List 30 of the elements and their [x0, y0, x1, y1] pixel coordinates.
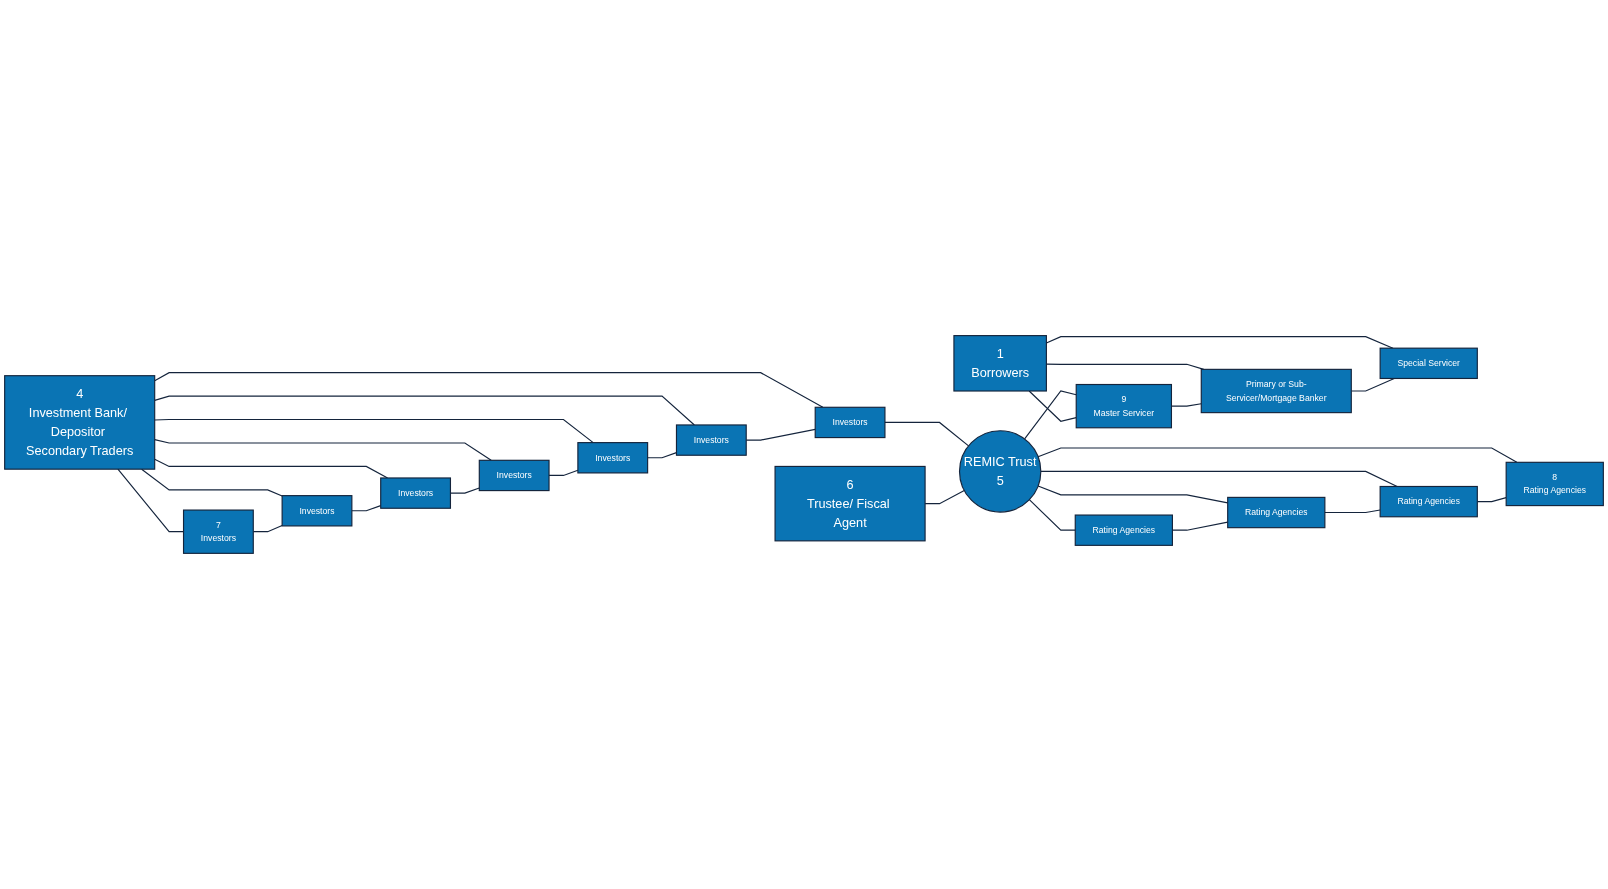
connector: [154, 372, 824, 408]
connector: [1040, 470, 1398, 488]
node-box: Rating Agencies: [1074, 514, 1173, 546]
node-box: 4 Investment Bank/ Depositor Secondary Traders: [4, 375, 156, 470]
connector: [154, 419, 594, 444]
node-box: 9 Master Servicer: [1075, 383, 1173, 429]
connector: [1324, 509, 1381, 514]
connector: [141, 468, 283, 497]
connector: [1028, 390, 1077, 422]
node-box: Investors: [478, 459, 550, 492]
connector: [1028, 499, 1076, 531]
node-box: 8 Rating Agencies: [1505, 461, 1604, 507]
node-box: Investors: [814, 406, 886, 439]
node-box: Special Servicer: [1379, 347, 1478, 380]
node-box: 1 Borrowers: [953, 335, 1047, 392]
node-box: Investors: [577, 442, 649, 474]
connector: [884, 421, 970, 447]
node-box: Rating Agencies: [1227, 496, 1326, 529]
node-box: Investors: [675, 424, 747, 456]
node-box: Primary or Sub-Servicer/Mortgage Banker: [1200, 368, 1352, 414]
connector: [1024, 390, 1077, 440]
node-box: Investors: [380, 477, 452, 509]
node-box: 7 Investors: [182, 509, 254, 554]
connector: [154, 439, 492, 461]
node-box: Rating Agencies: [1379, 485, 1478, 518]
connector: [1037, 447, 1518, 463]
node-circle: REMIC Trust 5: [958, 430, 1042, 513]
node-box: Investors: [281, 495, 353, 527]
node-box: 6 Trustee/ Fiscal Agent: [774, 465, 926, 542]
connector: [154, 395, 695, 426]
